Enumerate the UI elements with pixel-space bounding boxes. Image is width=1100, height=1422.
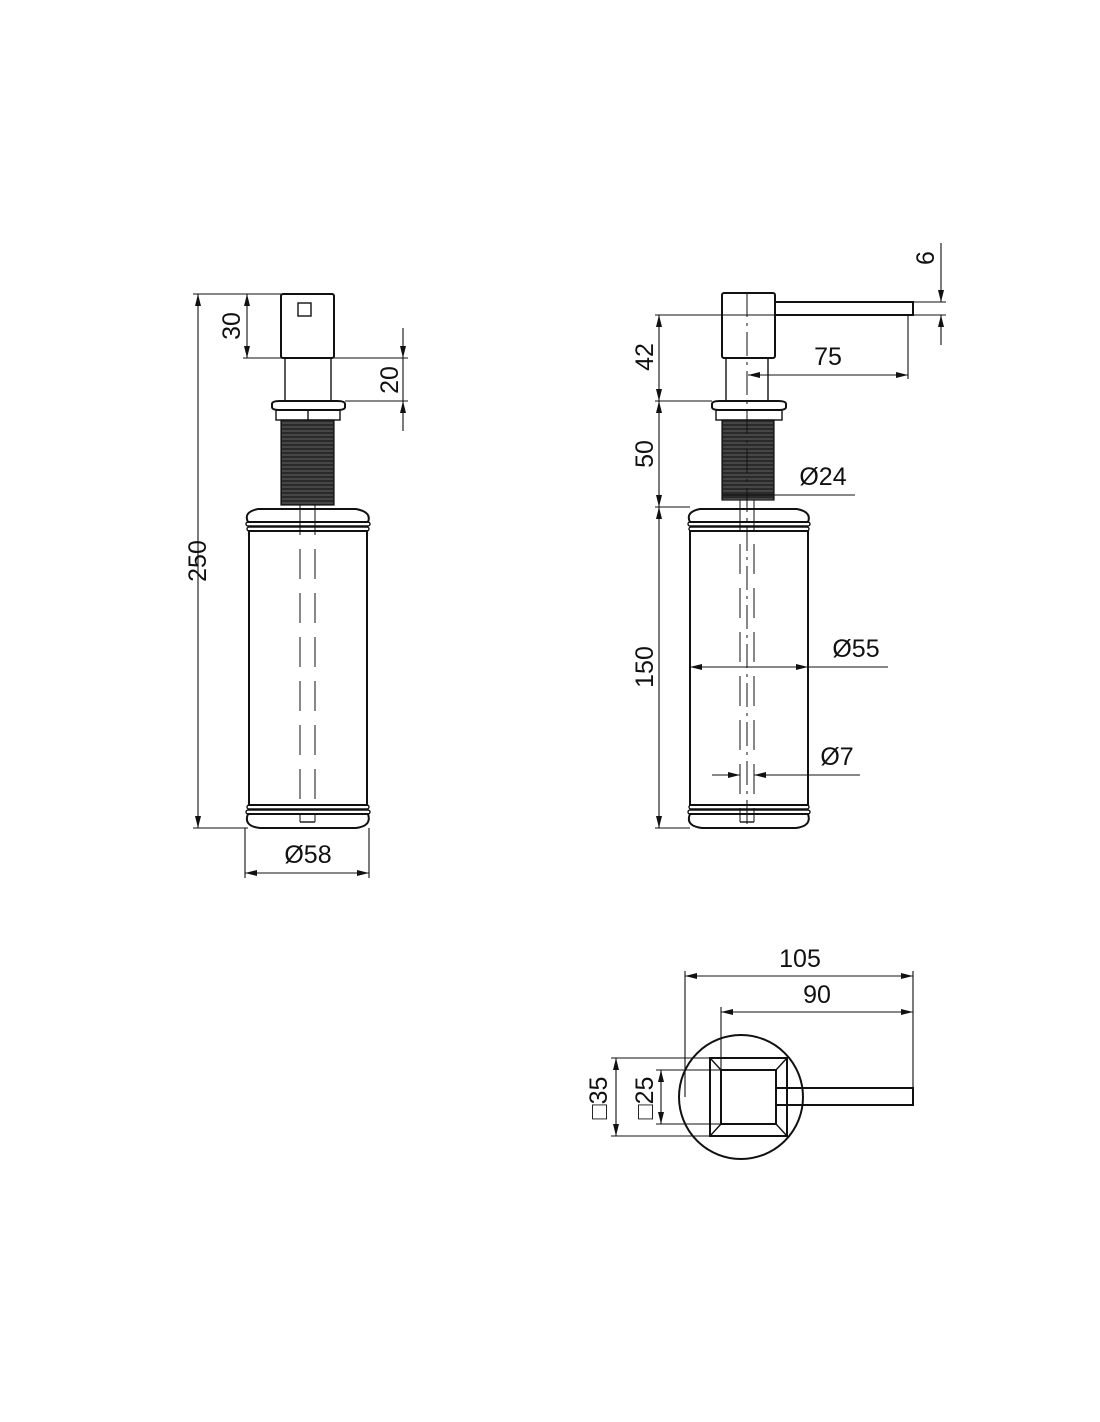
dim-head-height: 30 — [218, 294, 285, 359]
flange — [711, 400, 787, 421]
dim-head-height: 42 — [631, 314, 908, 402]
inner-square — [720, 1069, 777, 1125]
dim-spout-length: 90 — [720, 981, 913, 1070]
front-view: 250 30 20 Ø58 — [184, 293, 408, 878]
thread — [280, 419, 335, 506]
dim-total-height: 250 — [184, 293, 281, 829]
dim-bottle-diameter: Ø58 — [244, 828, 370, 878]
spout — [774, 301, 914, 316]
dim-label-sq25: □25 — [631, 1077, 659, 1120]
dim-spout-reach: 75 — [748, 315, 909, 379]
dim-label-20: 20 — [376, 366, 404, 394]
dim-inner-square: □25 — [631, 1069, 721, 1125]
top-view: 105 90 □35 □25 — [585, 945, 914, 1160]
dim-neck-height: 20 — [334, 328, 408, 431]
dim-label-42: 42 — [631, 343, 659, 371]
dim-label-250: 250 — [184, 540, 212, 582]
dim-label-d58: Ø58 — [284, 841, 331, 869]
dim-label-105: 105 — [779, 945, 821, 973]
pump-head — [280, 293, 335, 402]
dim-spout-thickness: 6 — [912, 243, 946, 345]
dim-bottle-diameter: Ø55 — [690, 635, 888, 670]
flange-circle — [678, 1034, 804, 1160]
dim-thread-diameter: Ø24 — [722, 463, 855, 496]
push-button-icon — [297, 302, 312, 317]
bottle — [687, 293, 811, 829]
side-view: 6 42 75 50 Ø24 150 Ø — [631, 243, 946, 829]
dim-label-90: 90 — [803, 981, 831, 1009]
dim-label-6: 6 — [912, 251, 940, 265]
dim-label-30: 30 — [218, 312, 246, 340]
spout — [775, 1087, 914, 1106]
dim-label-75: 75 — [814, 343, 842, 371]
dim-overall-length: 105 — [684, 945, 914, 1097]
dim-label-150: 150 — [631, 646, 659, 688]
dim-thread-length: 50 — [631, 401, 690, 508]
dim-outer-square: □35 — [585, 1057, 710, 1137]
dim-label-d7: Ø7 — [820, 743, 853, 771]
outer-square — [709, 1057, 788, 1137]
thread — [721, 419, 775, 501]
bottle — [245, 505, 371, 829]
flange — [271, 400, 346, 421]
dim-tube-diameter: Ø7 — [712, 743, 860, 778]
dim-label-sq35: □35 — [585, 1077, 613, 1120]
dim-label-d24: Ø24 — [799, 463, 846, 491]
dim-bottle-height: 150 — [631, 507, 690, 829]
dim-label-50: 50 — [631, 440, 659, 468]
dim-label-d55: Ø55 — [832, 635, 879, 663]
